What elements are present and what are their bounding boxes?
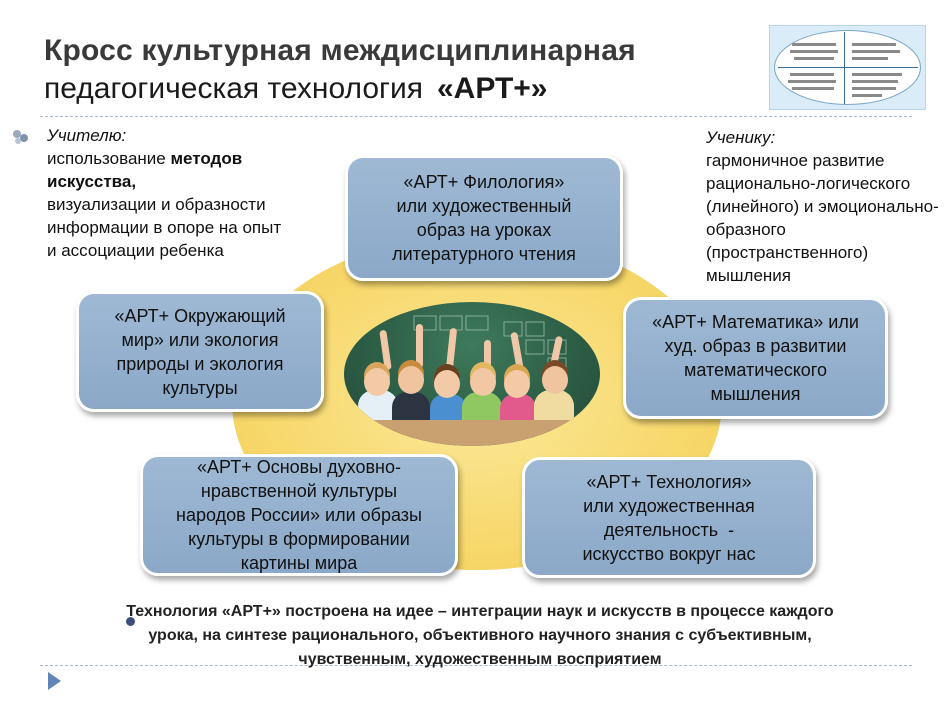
- teacher-heading: Учителю:: [47, 126, 127, 145]
- slide-bullet-icon: [13, 130, 28, 144]
- thumbnail-text-line: [852, 43, 896, 46]
- box-line: нравственной культуры: [200, 481, 398, 501]
- thumbnail-text-line: [792, 43, 836, 46]
- box-line: «АРТ+ Технология»: [586, 471, 752, 492]
- thumbnail-text-line: [788, 80, 836, 83]
- child-head: [542, 366, 568, 394]
- box-line: деятельность -: [603, 519, 735, 540]
- thumbnail-text-line: [852, 94, 882, 97]
- box-line: природы и экология: [116, 353, 284, 374]
- thumbnail-text-line: [852, 87, 896, 90]
- box-line: «АРТ+ Окружающий: [114, 305, 286, 326]
- box-art-philology: «АРТ+ Филология» или художественный обра…: [345, 155, 623, 281]
- box-line: мышления: [710, 384, 801, 404]
- thumbnail-diagram: [769, 25, 926, 110]
- thumbnail-divider-vertical: [844, 32, 845, 104]
- box-line: картины мира: [240, 553, 358, 573]
- box-art-technology: «АРТ+ Технология» или художественная дея…: [522, 457, 816, 578]
- box-line: мир» или экология: [121, 329, 279, 350]
- box-line: или художественная: [583, 495, 755, 516]
- teacher-text-part2: визуализации и образности информации в о…: [47, 195, 282, 260]
- teacher-text-part1: использование: [47, 149, 171, 168]
- child-head: [504, 370, 530, 398]
- box-line: «АРТ+ Основы духовно-: [196, 457, 401, 477]
- student-text: гармоничное развитие рационально-логичес…: [706, 151, 939, 285]
- thumbnail-text-line: [852, 73, 902, 76]
- box-line: культуры в формировании: [188, 529, 410, 549]
- box-line: литературного чтения: [392, 244, 576, 264]
- thumbnail-text-line: [852, 50, 900, 53]
- raised-arm: [416, 324, 423, 368]
- bottom-dashed-separator: [40, 665, 912, 666]
- raised-arm: [484, 340, 491, 376]
- thumbnail-text-line: [852, 57, 888, 60]
- title-line-2-regular: педагогическая технология: [44, 72, 423, 105]
- bullet-dot-icon: [126, 617, 135, 626]
- play-triangle-icon[interactable]: [48, 672, 61, 690]
- thumbnail-text-line: [790, 50, 838, 53]
- desk: [344, 420, 600, 446]
- thumbnail-text-line: [790, 73, 834, 76]
- student-heading: Ученику:: [706, 128, 776, 147]
- top-dashed-separator: [40, 116, 912, 117]
- box-art-world-around: «АРТ+ Окружающий мир» или экология приро…: [76, 291, 324, 412]
- thumbnail-text-line: [852, 80, 898, 83]
- child-head: [434, 370, 460, 398]
- teacher-block: Учителю: использование методов искусства…: [47, 124, 287, 262]
- box-line: математического: [684, 360, 827, 380]
- child-head: [470, 368, 496, 396]
- thumbnail-text-line: [794, 57, 834, 60]
- student-block: Ученику: гармоничное развитие рациональн…: [706, 126, 946, 287]
- box-line: культуры: [162, 377, 238, 398]
- child-head: [398, 366, 424, 394]
- box-line: образ на уроках: [416, 220, 552, 240]
- thumbnail-divider-horizontal: [778, 67, 918, 68]
- children-photo: [344, 302, 600, 446]
- box-line: народов России» или образы: [176, 505, 422, 525]
- title-line-2: педагогическая технология «АРТ+»: [44, 72, 547, 106]
- teacher-text-bold: методов искусства,: [47, 149, 243, 191]
- box-line: «АРТ+ Математика» или: [652, 312, 859, 332]
- box-line: искусство вокруг нас: [582, 543, 756, 564]
- title-line-1: Кросс культурная междисциплинарная: [44, 34, 636, 67]
- box-line: или художественный: [396, 196, 572, 216]
- box-art-math: «АРТ+ Математика» или худ. образ в разви…: [623, 297, 888, 419]
- box-line: «АРТ+ Филология»: [403, 172, 565, 192]
- title-line-2-bold: «АРТ+»: [436, 72, 548, 105]
- child-head: [364, 368, 390, 396]
- summary-text: Технология «АРТ+» построена на идее – ин…: [126, 603, 834, 668]
- box-line: худ. образ в развитии: [664, 336, 847, 356]
- box-art-spiritual-culture: «АРТ+ Основы духовно- нравственной культ…: [140, 454, 458, 576]
- thumbnail-text-line: [792, 87, 834, 90]
